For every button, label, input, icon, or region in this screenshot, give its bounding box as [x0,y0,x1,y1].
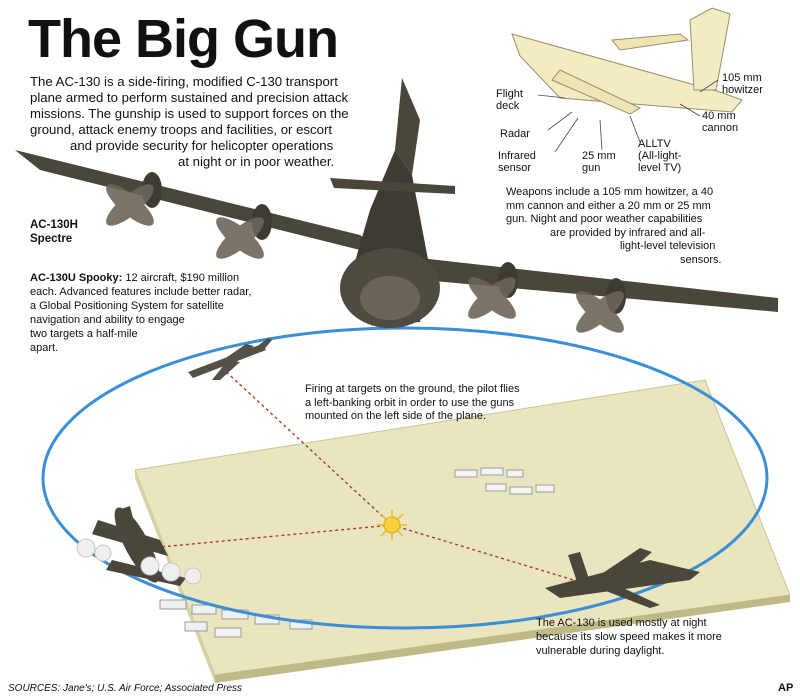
page-title: The Big Gun [28,9,339,69]
spectre-line: AC-130H [30,219,78,231]
spectre-label: AC-130H Spectre [30,218,78,246]
firing-line: mounted on the left side of the plane. [305,410,487,422]
weapons-line: mm cannon and either a 20 mm or 25 mm [506,199,711,212]
label-line: cannon [702,122,739,134]
night-description: The AC-130 is used mostly at night becau… [536,616,800,658]
ground-buildings [159,599,313,638]
label-line: deck [496,100,520,112]
spooky-line: a Global Positioning System for satellit… [30,300,224,312]
weapons-line: gun. Night and poor weather capabilities [506,213,703,225]
label-line: Infrared [498,150,536,162]
sources-credit: SOURCES: Jane's; U.S. Air Force; Associa… [8,683,243,694]
label-line: gun [582,162,601,174]
ac130-gunship [15,78,778,333]
spooky-description: AC-130U Spooky: 12 aircraft, $190 millio… [30,271,330,355]
label-line: Flight [496,88,523,100]
agency-credit: AP [778,682,794,694]
spooky-line: navigation and ability to engage [30,314,185,326]
fire-lines [149,367,591,586]
target-buildings [454,467,555,495]
intro-text: The AC-130 is a side-firing, modified C-… [30,74,440,170]
weapons-line: sensors. [680,253,722,266]
orbiting-aircraft-right [545,548,700,608]
spooky-line: apart. [30,342,59,354]
intro-line: missions. The gunship is used to support… [30,106,349,121]
impact-burst [377,510,407,540]
spooky-line: two targets a half-mile [30,328,138,340]
label-line: 25 mm [582,150,616,162]
label-line: sensor [498,162,532,174]
spooky-name: AC-130U Spooky: [30,272,123,284]
flare-puffs [76,538,202,585]
firing-line: Firing at targets on the ground, the pil… [305,383,520,395]
intro-line: The AC-130 is a side-firing, modified C-… [30,74,338,89]
spooky-line: AC-130U Spooky: 12 aircraft, $190 millio… [30,271,330,285]
label-40mm-cannon: 40 mm cannon [702,110,738,134]
firing-description: Firing at targets on the ground, the pil… [305,383,575,424]
label-105mm-howitzer: 105 mm howitzer [722,72,763,96]
label-infrared-sensor: Infrared sensor [498,150,536,174]
label-line: level TV) [638,162,682,174]
weapons-line: are provided by infrared and all- [550,226,706,239]
spectre-line: Spectre [30,233,73,245]
label-line: 40 mm [702,110,736,122]
intro-line: ground, attack enemy troops and faciliti… [30,122,332,137]
label-flight-deck: Flight deck [496,88,523,112]
night-line: vulnerable during daylight. [536,645,665,657]
ground-plane-edge [215,595,790,683]
intro-line: plane armed to perform sustained and pre… [30,90,349,105]
night-line: The AC-130 is used mostly at night [536,617,707,629]
firing-line: a left-banking orbit in order to use the… [305,396,515,409]
weapons-description: Weapons include a 105 mm howitzer, a 40 … [506,186,776,267]
intro-line: at night or in poor weather. [178,154,335,169]
orbiting-aircraft-top [188,338,272,380]
intro-line: and provide security for helicopter oper… [70,138,334,153]
label-line: 105 mm [722,72,762,84]
label-line: ALLTV [638,138,671,150]
cutaway-diagram [511,7,743,153]
spooky-line: each. Advanced features include better r… [30,286,252,298]
label-radar: Radar [500,128,530,140]
orbit-path [41,326,769,630]
label-line: (All-light- [638,150,682,162]
night-line: because its slow speed makes it more [536,631,722,643]
weapons-line: light-level television [620,240,716,252]
label-alltv: ALLTV (All-light- level TV) [638,138,681,174]
label-25mm-gun: 25 mm gun [582,150,616,174]
spooky-line-text: 12 aircraft, $190 million [122,272,240,284]
label-line: howitzer [722,84,763,96]
weapons-line: Weapons include a 105 mm howitzer, a 40 [506,186,714,198]
